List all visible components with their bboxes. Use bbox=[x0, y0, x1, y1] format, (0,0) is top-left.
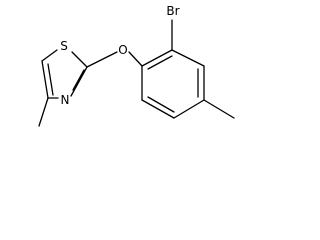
bond-b4-methyl bbox=[203, 99, 235, 119]
bond-b2-b3 bbox=[171, 49, 205, 67]
bond-c4-methyl bbox=[38, 97, 49, 127]
benzene-ring bbox=[141, 49, 205, 119]
bond-c2-o bbox=[86, 51, 118, 68]
bond-o-c1 bbox=[128, 51, 143, 67]
bond-c5-c4-inner bbox=[47, 63, 54, 96]
bond-c2-s1 bbox=[71, 51, 88, 68]
bond-b1-b2-inner bbox=[147, 55, 173, 70]
atom-label-br: Br bbox=[166, 4, 179, 18]
bond-b4-b5 bbox=[173, 99, 205, 119]
atom-label-s: S bbox=[60, 39, 68, 53]
thiazole-ring bbox=[41, 49, 88, 99]
bond-b5-b6-inner bbox=[147, 96, 175, 113]
bond-n3-c2 bbox=[70, 66, 88, 97]
bond-n3-c2-inner bbox=[72, 69, 85, 91]
atom-label-o: O bbox=[118, 43, 127, 57]
chemical-structure: Br O S N bbox=[38, 4, 235, 127]
atom-label-n: N bbox=[61, 93, 70, 107]
bond-b5-b6 bbox=[141, 99, 175, 119]
bond-b1-b2 bbox=[141, 49, 173, 67]
bond-c5-c4 bbox=[41, 60, 49, 99]
bond-s1-c5 bbox=[41, 49, 58, 62]
